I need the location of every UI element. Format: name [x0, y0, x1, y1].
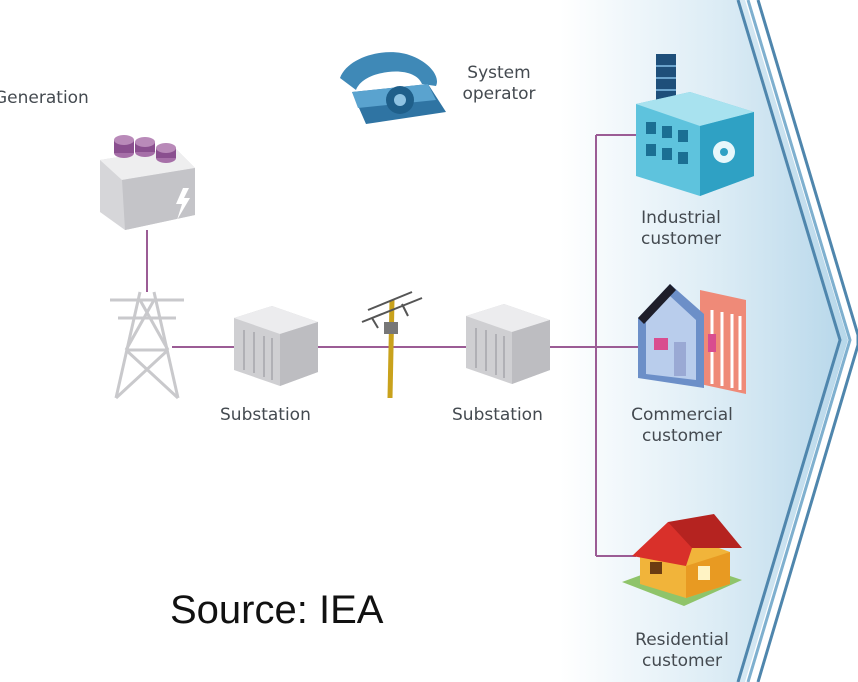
substation-icon: [234, 306, 318, 386]
residential-line1: Residential: [635, 630, 729, 650]
commercial-customer-label: Commercial customer: [612, 405, 752, 448]
residential-customer-label: Residential customer: [612, 630, 752, 673]
transmission-tower-icon: [110, 291, 184, 400]
chevron-line: [736, 0, 842, 682]
substation-2-label: Substation: [452, 405, 543, 425]
commercial-line2: customer: [641, 426, 723, 447]
source-caption: Source: IEA: [170, 588, 384, 632]
chevron-line: [756, 0, 858, 682]
residential-line2: customer: [641, 651, 723, 672]
chevron-line: [746, 0, 852, 682]
industrial-line1: Industrial: [641, 208, 721, 228]
telephone-icon: [340, 52, 446, 124]
substation-icon: [466, 304, 550, 384]
system-operator-line2: operator: [462, 84, 536, 105]
factory-icon: [636, 54, 754, 196]
system-operator-label: System operator: [444, 63, 554, 106]
generation-label: Generation: [0, 88, 89, 108]
generator-icon: [100, 135, 195, 230]
utility-pole-icon: [361, 291, 423, 399]
commercial-building-icon: [638, 284, 746, 394]
commercial-line1: Commercial: [631, 405, 733, 425]
substation-1-label: Substation: [220, 405, 311, 425]
industrial-customer-label: Industrial customer: [616, 208, 746, 251]
system-operator-line1: System: [467, 63, 531, 83]
industrial-line2: customer: [640, 229, 722, 250]
house-icon: [622, 514, 742, 606]
